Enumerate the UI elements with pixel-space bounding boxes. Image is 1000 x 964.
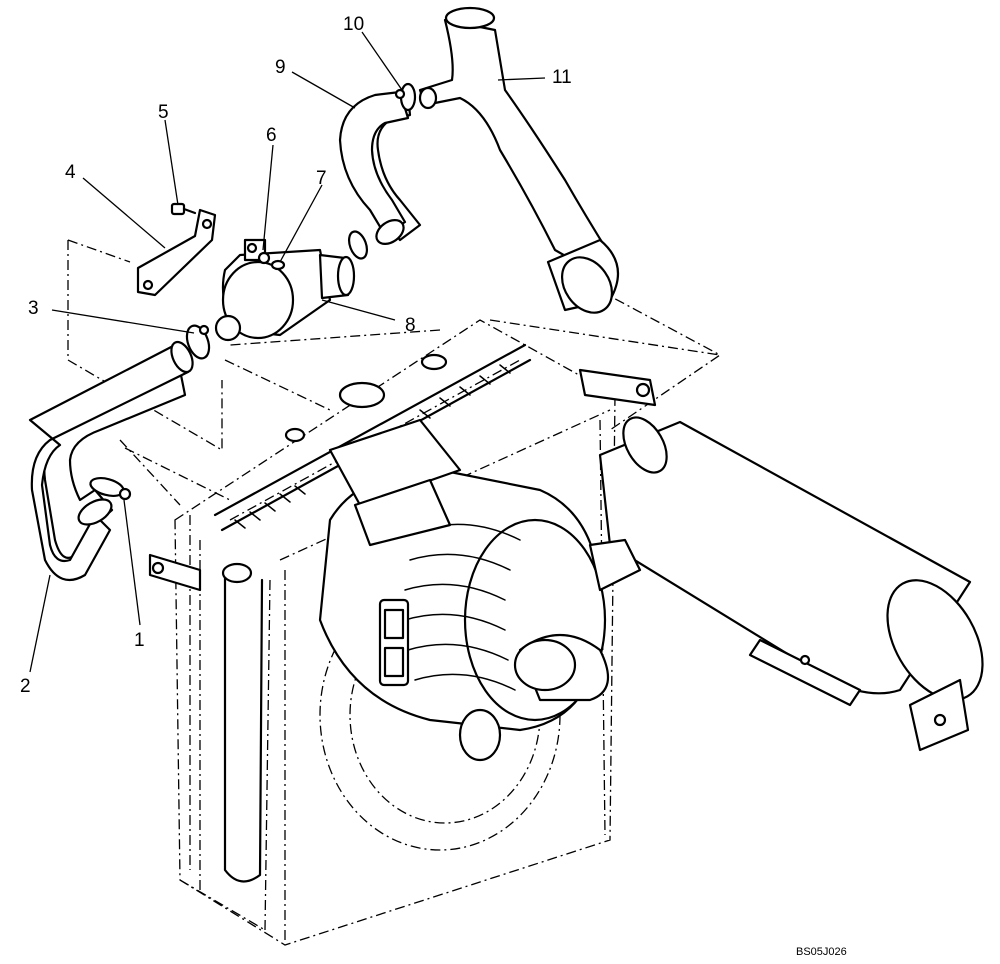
drawing-reference-code: BS05J026 (796, 946, 847, 958)
part-1-hose-clamp (89, 477, 132, 501)
air-cleaner (318, 418, 610, 762)
precleaner-outlet-clamp (347, 230, 369, 260)
muffler (588, 416, 984, 752)
callout-5: 5 (158, 102, 169, 123)
part-4-bracket (136, 208, 217, 297)
callout-4: 4 (65, 162, 76, 183)
part-11-exhaust-tube (418, 6, 620, 314)
part-3-hose-clamp (185, 324, 211, 360)
part-9-upper-hose (338, 90, 422, 245)
callout-10: 10 (343, 14, 364, 35)
part-5-bolt (170, 202, 197, 216)
callout-2: 2 (20, 676, 31, 697)
callout-1: 1 (134, 630, 145, 651)
callout-8: 8 (405, 315, 416, 336)
part-7-washer (270, 259, 286, 271)
part-8-precleaner (214, 238, 356, 342)
callout-7: 7 (316, 168, 327, 189)
callout-3: 3 (28, 298, 39, 319)
callout-11: 11 (552, 67, 572, 88)
callout-9: 9 (275, 57, 286, 78)
part-10-hose-clamp (394, 82, 417, 112)
callout-6: 6 (266, 125, 277, 146)
callout-labels: 1 2 3 4 5 6 7 8 9 10 11 (20, 14, 572, 697)
part-6-nut (257, 251, 271, 265)
leader-lines (29, 31, 546, 673)
part-2-lower-hose (28, 340, 194, 582)
